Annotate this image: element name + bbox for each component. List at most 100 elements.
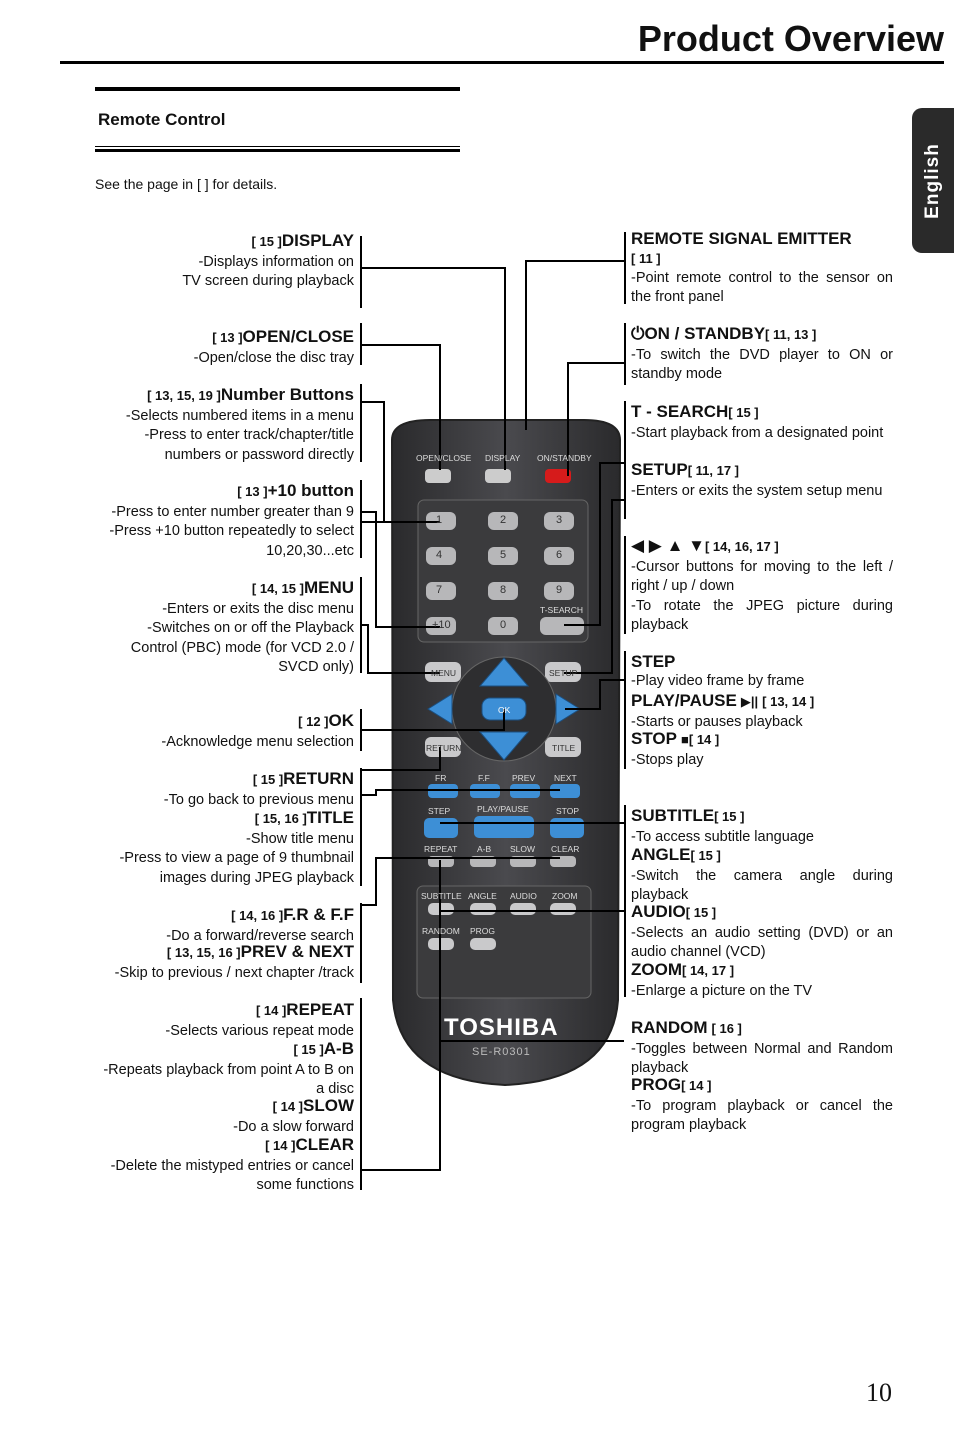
label-desc: -Stops play (631, 751, 704, 768)
label-desc: -Do a forward/reverse search (166, 927, 354, 944)
open-close-button (425, 469, 451, 483)
bracket (360, 384, 362, 462)
ref: [ 13, 14 ] (762, 694, 815, 709)
remote-label-prog: PROG (470, 926, 496, 936)
remote-model: SE-R0301 (472, 1046, 531, 1058)
menu-button (425, 662, 461, 682)
ref: [ 13 ] (212, 330, 243, 345)
label-desc: -Press +10 button repeatedly to select (109, 523, 354, 539)
label-name: MENU (303, 578, 354, 597)
label-display: [ 15 ]DISPLAY -Displays information on T… (182, 231, 354, 292)
remote-label-play-pause: PLAY/PAUSE (477, 804, 529, 814)
key-7: 7 (436, 584, 443, 596)
label-desc: -To switch the DVD player to ON or stand… (631, 346, 893, 383)
number-keys (426, 512, 584, 635)
remote-label-return: RETURN (426, 743, 462, 753)
label-prog: PROG[ 14 ] -To program playback or cance… (631, 1075, 893, 1136)
label-cursor-buttons: ◀ ▶ ▲ ▼[ 14, 16, 17 ] -Cursor buttons fo… (631, 536, 893, 636)
label-desc: images during JPEG playback (159, 869, 354, 886)
language-tab: English (912, 108, 954, 253)
ref: [ 14 ] (265, 1138, 296, 1153)
remote-label-audio: AUDIO (510, 891, 537, 901)
power-icon: ⏻ (631, 324, 645, 343)
section-title: Remote Control (98, 110, 226, 129)
remote-label-menu: MENU (431, 668, 457, 678)
label-name: STOP (631, 729, 677, 748)
label-desc: -Press to enter number greater than 9 (111, 503, 354, 520)
label-name: CLEAR (295, 1135, 354, 1154)
ref: [ 14, 16 ] (231, 908, 284, 923)
keypad-panel (417, 499, 589, 643)
label-name: SETUP (631, 460, 688, 479)
remote-label-subtitle: SUBTITLE (421, 891, 462, 901)
label-name: F.R & F.F (283, 905, 354, 924)
label-desc: -To go back to previous menu (163, 791, 354, 808)
label-desc: -Play video frame by frame (631, 673, 805, 689)
up-arrow-button (478, 657, 530, 687)
label-desc: -Start playback from a designated point (631, 424, 884, 441)
remote-label-zoom: ZOOM (552, 891, 578, 901)
label-desc: -Skip to previous / next chapter /track (114, 964, 354, 981)
label-name: +10 button (267, 481, 354, 500)
label-t-search: T - SEARCH[ 15 ] -Start playback from a … (631, 402, 893, 443)
remote-label-random: RANDOM (422, 926, 460, 936)
label-name: Number Buttons (220, 385, 354, 404)
label-fr-ff: [ 14, 16 ]F.R & F.F -Do a forward/revers… (166, 905, 354, 946)
ref: [ 15 ] (293, 1042, 324, 1057)
remote-brand-logo: TOSHIBA (444, 1014, 559, 1041)
display-button (485, 469, 511, 483)
remote-label-ff: F.F (478, 773, 490, 783)
standby-button (545, 469, 571, 483)
label-desc: -Do a slow forward (233, 1118, 354, 1135)
label-subtitle: SUBTITLE[ 15 ] -To access subtitle langu… (631, 806, 893, 847)
remote-label-setup: SETUP (549, 668, 578, 678)
label-desc: -Selects various repeat mode (165, 1022, 354, 1039)
label-ok: [ 12 ]OK -Acknowledge menu selection (161, 711, 354, 752)
label-step: STEP -Play video frame by frame (631, 652, 893, 692)
key-8: 8 (500, 584, 507, 596)
bracket (360, 480, 362, 558)
label-return: [ 15 ]RETURN -To go back to previous men… (164, 769, 354, 810)
ref: [ 11, 17 ] (687, 463, 739, 478)
label-name: OK (328, 711, 355, 730)
label-desc: -Open/close the disc tray (193, 349, 354, 366)
remote-label-step: STEP (428, 806, 451, 816)
remote-label-standby: ON/STANDBY (537, 453, 592, 463)
ref: [ 12 ] (298, 714, 329, 729)
bracket (624, 323, 626, 385)
title-button (545, 737, 581, 757)
label-desc: -Switches on or off the Playback (147, 620, 354, 636)
bracket (360, 236, 362, 308)
label-desc: SVCD only) (278, 659, 354, 675)
label-prev-next: [ 13, 15, 16 ]PREV & NEXT -Skip to previ… (115, 942, 354, 983)
remote-label-fr: FR (435, 773, 447, 783)
remote-label-angle: ANGLE (468, 891, 497, 901)
bracket (360, 903, 362, 983)
bracket (624, 536, 626, 634)
label-play-pause: PLAY/PAUSE ▶|| [ 13, 14 ] -Starts or pau… (631, 691, 893, 732)
label-desc: -Delete the mistyped entries or cancel (110, 1157, 354, 1174)
remote-label-repeat: REPEAT (424, 844, 458, 854)
setup-button (545, 662, 581, 682)
label-desc: -To access subtitle language (631, 828, 814, 845)
page-number: 10 (866, 1378, 892, 1407)
label-desc: -Toggles between Normal and Random playb… (631, 1040, 893, 1077)
label-angle: ANGLE[ 15 ] -Switch the camera angle dur… (631, 845, 893, 906)
label-desc: -Starts or pauses playback (631, 713, 803, 730)
label-desc: -Point remote control to the sensor on t… (631, 269, 893, 306)
ref: [ 14, 16, 17 ] (704, 539, 779, 554)
label-desc: -Switch the camera angle during playback (631, 867, 893, 904)
ref: [ 16 ] (711, 1021, 742, 1036)
ref: [ 14 ] (272, 1099, 303, 1114)
ref: [ 15 ] (714, 809, 745, 824)
play-pause-icon: ▶|| (740, 694, 759, 709)
label-desc: -To program playback or cancel the progr… (631, 1097, 893, 1134)
label-desc: -Enlarge a picture on the TV (631, 982, 813, 999)
remote-label-a-b: A-B (477, 844, 492, 854)
label-name: SUBTITLE (631, 806, 715, 825)
label-name: DISPLAY (281, 231, 354, 250)
label-desc: -To rotate the JPEG picture during playb… (631, 597, 893, 634)
label-name: SLOW (303, 1096, 354, 1115)
key-9: 9 (556, 584, 563, 596)
label-desc: TV screen during playback (182, 273, 354, 289)
